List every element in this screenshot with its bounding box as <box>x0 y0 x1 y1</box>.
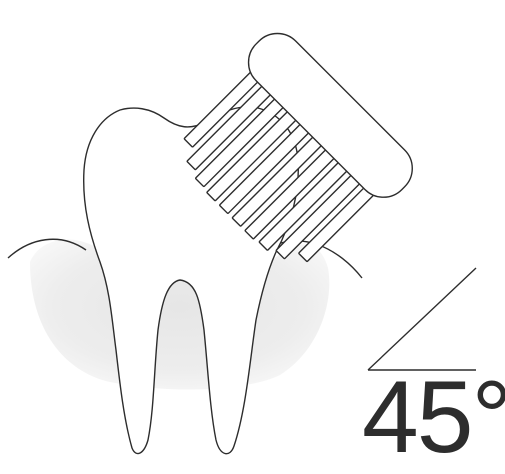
angle-label: 45° <box>362 366 505 468</box>
angle-icon <box>368 268 476 370</box>
